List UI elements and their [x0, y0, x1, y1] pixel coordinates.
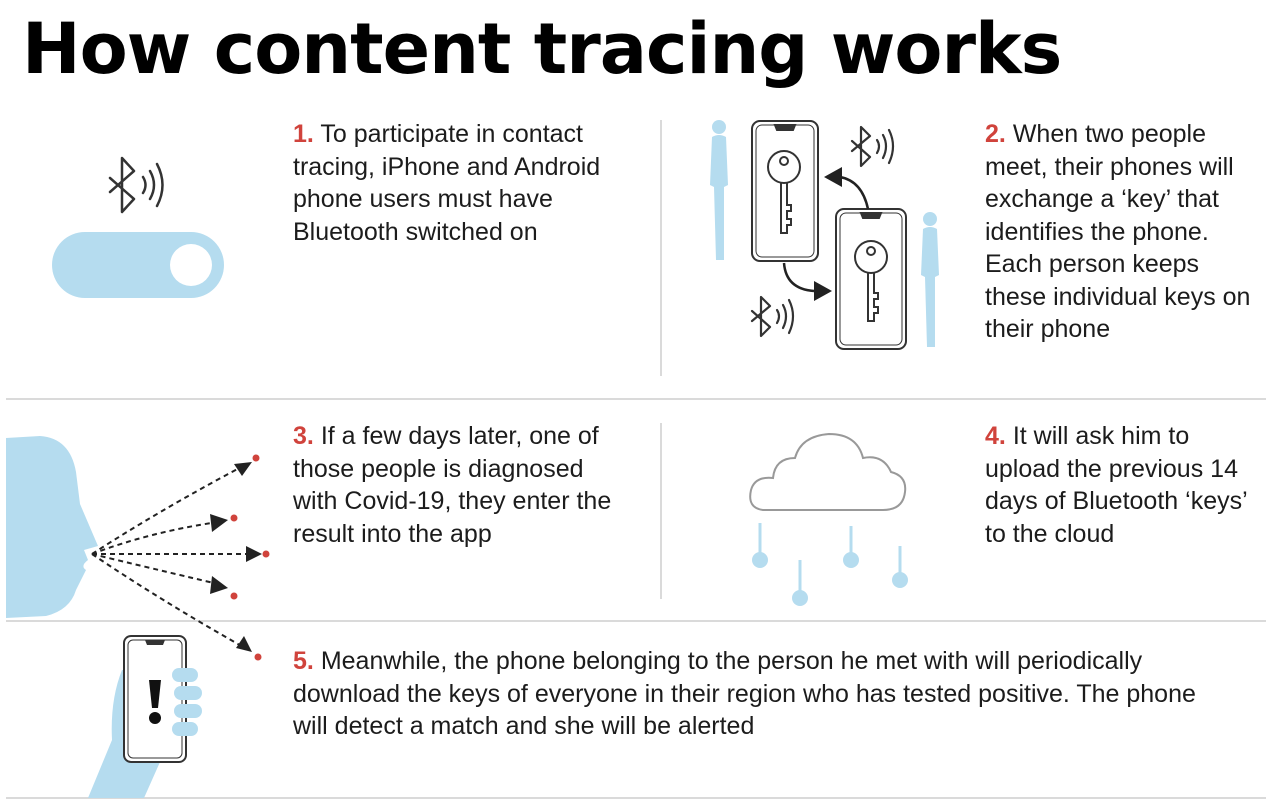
divider-vertical-middle	[660, 423, 662, 599]
person-silhouette-icon	[921, 212, 939, 347]
exchange-arrow-up	[824, 167, 870, 210]
step-1: 1. To participate in contact tracing, iP…	[293, 118, 638, 248]
key-icon	[854, 240, 888, 322]
step-2: 2. When two people meet, their phones wi…	[985, 118, 1260, 346]
key-icon	[792, 560, 808, 606]
step-4-number: 4.	[985, 422, 1006, 450]
step-3: 3. If a few days later, one of those peo…	[293, 420, 633, 550]
arrow-heads	[210, 462, 262, 652]
step-3-text: If a few days later, one of those people…	[293, 422, 612, 548]
exchange-arrow-down	[782, 262, 832, 301]
step-3-number: 3.	[293, 422, 314, 450]
divider-vertical-top	[660, 120, 662, 376]
emission-arrows	[91, 464, 250, 649]
panel1-illustration	[52, 156, 224, 298]
cloud-icon	[749, 432, 907, 511]
panel3-illustration	[6, 436, 270, 661]
divider-top	[6, 398, 1266, 400]
key-icon	[892, 546, 908, 588]
alert-icon	[149, 680, 161, 724]
step-5: 5. Meanwhile, the phone belonging to the…	[293, 645, 1233, 743]
step-5-text: Meanwhile, the phone belonging to the pe…	[293, 647, 1196, 740]
particle-dots	[230, 454, 270, 661]
panel5-illustration	[88, 635, 202, 798]
step-2-number: 2.	[985, 120, 1006, 148]
phone-icon	[751, 120, 819, 262]
bluetooth-icon	[850, 125, 895, 168]
step-4-text: It will ask him to upload the previous 1…	[985, 422, 1247, 548]
step-2-text: When two people meet, their phones will …	[985, 120, 1251, 343]
phone-icon	[835, 208, 907, 350]
panel2-illustration	[710, 120, 939, 350]
key-icon	[843, 526, 859, 568]
panel4-illustration	[749, 432, 908, 606]
step-1-number: 1.	[293, 120, 314, 148]
step-4: 4. It will ask him to upload the previou…	[985, 420, 1260, 550]
person-silhouette-icon	[710, 120, 728, 260]
bluetooth-icon	[108, 156, 164, 214]
divider-bottom	[6, 797, 1266, 799]
bluetooth-icon	[750, 295, 795, 338]
step-5-number: 5.	[293, 647, 314, 675]
key-icon	[752, 523, 768, 568]
page-title: How content tracing works	[22, 8, 1062, 90]
key-icon	[767, 150, 801, 234]
head-profile	[6, 436, 98, 618]
step-1-text: To participate in contact tracing, iPhon…	[293, 120, 601, 246]
fingers	[172, 668, 202, 736]
toggle-switch-icon	[52, 232, 224, 298]
divider-middle	[6, 620, 1266, 622]
